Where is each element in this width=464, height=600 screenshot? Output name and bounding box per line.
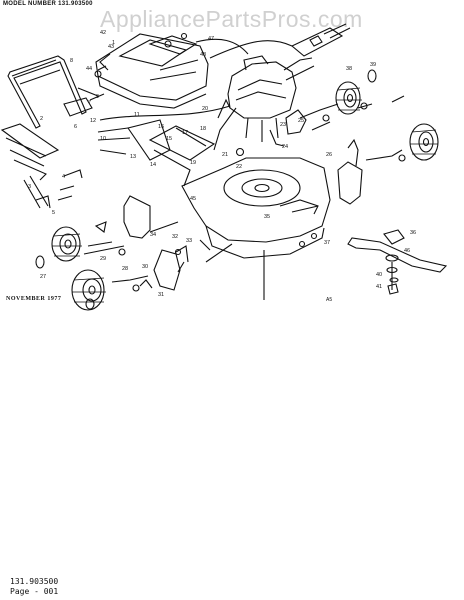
callout-39: 39 bbox=[370, 62, 376, 68]
callout-43: 43 bbox=[108, 44, 114, 50]
callout-2: 2 bbox=[40, 116, 43, 122]
callout-5: 5 bbox=[52, 210, 55, 216]
callout-25: 25 bbox=[298, 118, 304, 124]
mower-deck bbox=[97, 119, 331, 259]
footer-page-number: Page - 001 bbox=[10, 587, 59, 596]
callout-32: 32 bbox=[172, 234, 178, 240]
callout-13: 13 bbox=[130, 154, 136, 160]
callout-8: 8 bbox=[70, 58, 73, 64]
wheels bbox=[35, 69, 439, 311]
control-cables bbox=[99, 38, 293, 121]
callout-20: 20 bbox=[202, 106, 208, 112]
wheel-brackets bbox=[123, 109, 363, 291]
callout-45: 45 bbox=[190, 196, 196, 202]
callout-4: 4 bbox=[62, 174, 65, 180]
engine bbox=[213, 23, 351, 151]
callout-37: 37 bbox=[324, 240, 330, 246]
callout-14: 14 bbox=[150, 162, 156, 168]
callout-35: 35 bbox=[264, 214, 270, 220]
callout-19: 19 bbox=[190, 160, 196, 166]
callout-11: 11 bbox=[134, 112, 140, 118]
revision-date: NOVEMBER 1977 bbox=[6, 296, 62, 302]
axles-and-hardware bbox=[35, 32, 406, 292]
callout-26: 26 bbox=[326, 152, 332, 158]
footer-model-number: 131.903500 bbox=[10, 577, 59, 586]
callout-15: 15 bbox=[166, 136, 172, 142]
callout-21: 21 bbox=[222, 152, 228, 158]
blade-assembly bbox=[263, 229, 448, 300]
callout-numbers: 1 2 3 4 5 6 7 8 9 10 11 12 13 14 15 16 1… bbox=[28, 30, 416, 298]
callout-12: 12 bbox=[90, 118, 96, 124]
diagram-code: A5 bbox=[326, 297, 333, 303]
callout-38: 38 bbox=[346, 66, 352, 72]
wheel-rear-left bbox=[71, 269, 106, 311]
callout-27: 27 bbox=[40, 274, 46, 280]
callout-48: 48 bbox=[200, 52, 206, 58]
callout-33: 33 bbox=[186, 238, 192, 244]
callout-1: 1 bbox=[112, 40, 115, 46]
diagram-linework bbox=[0, 23, 448, 311]
callout-40: 40 bbox=[376, 272, 382, 278]
handle-assembly bbox=[0, 55, 99, 209]
callout-46: 46 bbox=[404, 248, 410, 254]
watermark: AppliancePartsPros.com bbox=[100, 6, 363, 32]
wheel-rear-right bbox=[409, 123, 439, 161]
callout-23: 23 bbox=[280, 122, 286, 128]
model-number-header: MODEL NUMBER 131.903500 bbox=[3, 1, 93, 7]
callout-44: 44 bbox=[86, 66, 92, 72]
callout-30: 30 bbox=[142, 264, 148, 270]
callout-47: 47 bbox=[208, 36, 214, 42]
callout-17: 17 bbox=[182, 130, 188, 136]
wheel-front-right bbox=[335, 81, 362, 115]
callout-16: 16 bbox=[158, 124, 164, 130]
callout-28: 28 bbox=[122, 266, 128, 272]
callout-42: 42 bbox=[100, 30, 106, 36]
callout-7: 7 bbox=[88, 100, 91, 106]
callout-6: 6 bbox=[74, 124, 77, 130]
callout-41: 41 bbox=[376, 284, 382, 290]
callout-18: 18 bbox=[200, 126, 206, 132]
callout-31: 31 bbox=[158, 292, 164, 298]
engine-shroud bbox=[95, 33, 209, 109]
callout-29: 29 bbox=[100, 256, 106, 262]
callout-3: 3 bbox=[28, 184, 31, 190]
wheel-front-left bbox=[51, 226, 82, 262]
callout-34: 34 bbox=[150, 232, 156, 238]
callout-10: 10 bbox=[100, 136, 106, 142]
callout-24: 24 bbox=[282, 144, 288, 150]
callout-9: 9 bbox=[96, 94, 99, 100]
callout-22: 22 bbox=[236, 164, 242, 170]
callout-36: 36 bbox=[410, 230, 416, 236]
